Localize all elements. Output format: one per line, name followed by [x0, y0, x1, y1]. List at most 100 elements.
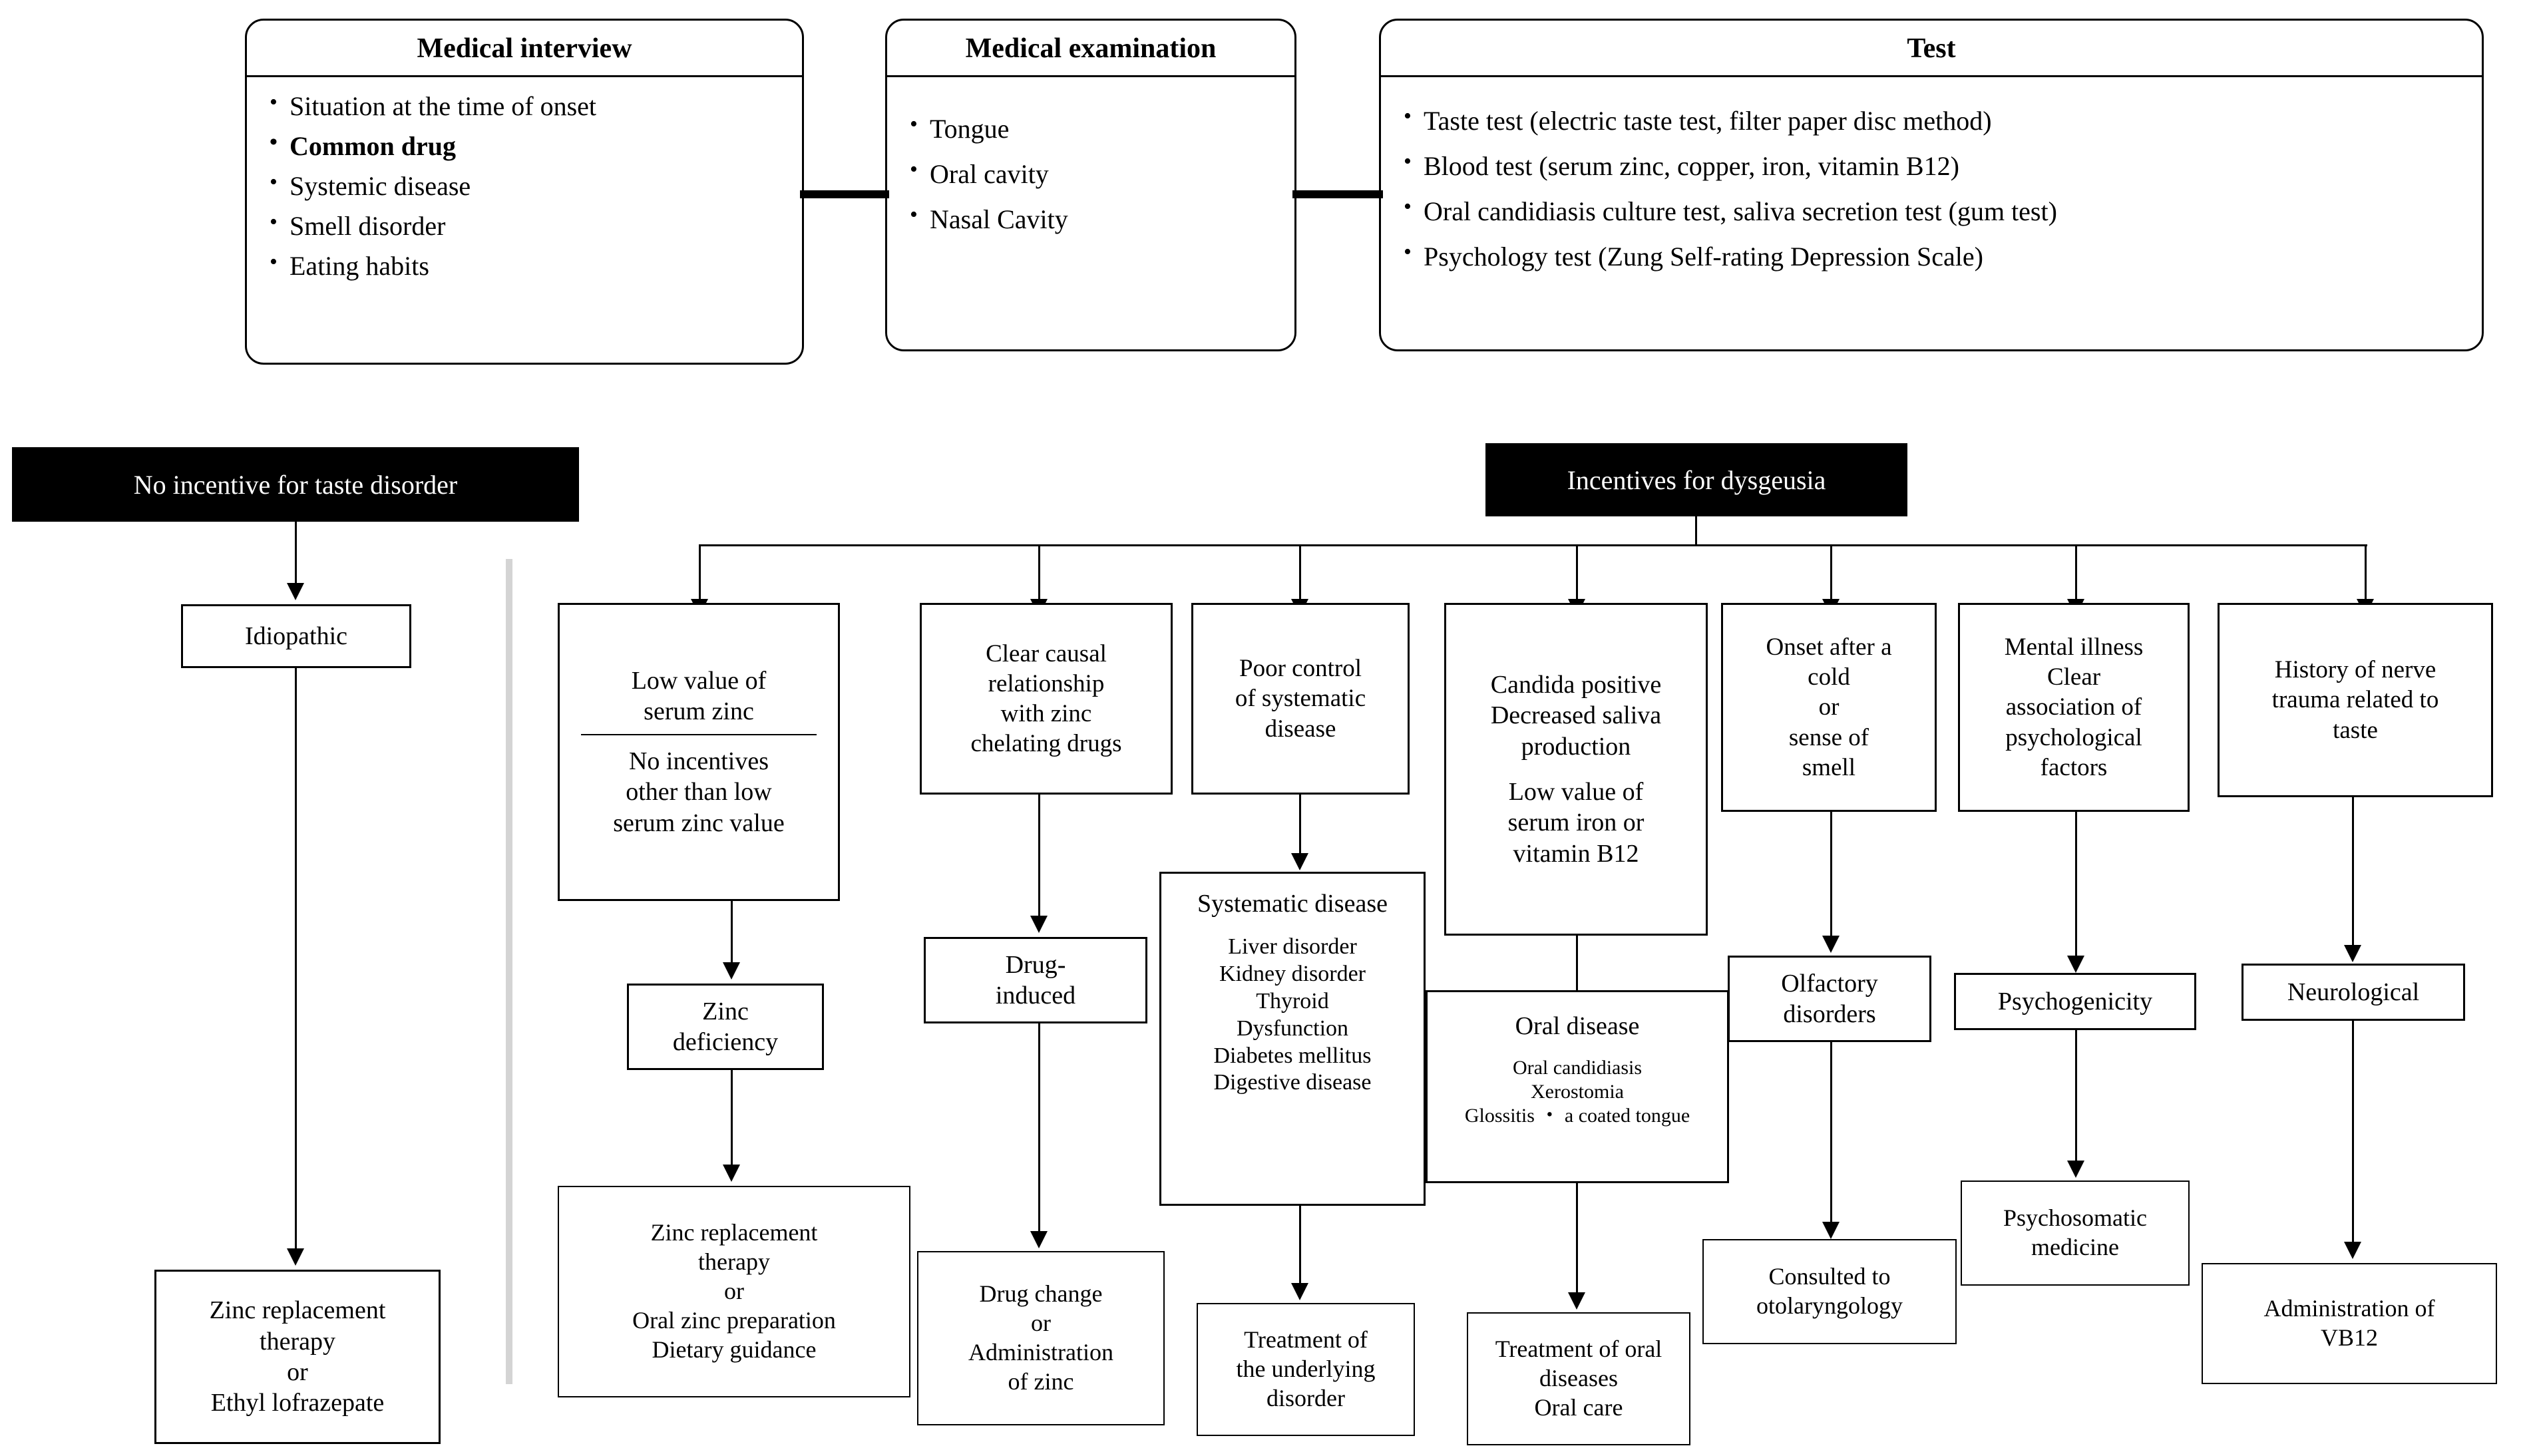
node-line: production [1521, 732, 1631, 761]
node-line: Glossitis ・ a coated tongue [1464, 1105, 1690, 1127]
connector-drop-chelating [1038, 544, 1040, 604]
node-line: Thyroid [1256, 988, 1329, 1013]
node-drug-induced: Drug- induced [924, 937, 1147, 1023]
node-low-serum-zinc: Low value of serum zinc No incentives ot… [558, 603, 840, 901]
list-item: Psychology test (Zung Self-rating Depres… [1381, 233, 2482, 279]
arrowhead-icon [723, 1165, 740, 1182]
node-line: Diabetes mellitus [1213, 1043, 1372, 1068]
node-line: Dietary guidance [652, 1336, 817, 1363]
node-line: Dysfunction [1236, 1015, 1349, 1041]
node-neurological: Neurological [2241, 964, 2465, 1021]
connector-poor-control-to-systematic [1299, 795, 1301, 858]
node-line: induced [995, 982, 1076, 1009]
arrowhead-icon [2067, 956, 2084, 973]
node-line: smell [1802, 753, 1856, 781]
node-treatment-oral-diseases: Treatment of oral diseases Oral care [1467, 1312, 1690, 1445]
list-item: Situation at the time of onset [247, 85, 802, 126]
node-line: deficiency [672, 1028, 779, 1056]
node-line: Psychosomatic [2003, 1204, 2147, 1232]
node-line: or [1031, 1310, 1051, 1337]
distribution-bus [699, 544, 1697, 546]
node-line: medicine [2031, 1234, 2119, 1260]
node-label: Idiopathic [244, 622, 348, 650]
node-poor-control-systematic: Poor control of systematic disease [1191, 603, 1410, 795]
arrowhead-icon [2067, 1161, 2084, 1178]
node-zinc-deficiency: Zinc deficiency [627, 984, 824, 1070]
node-mental-illness: Mental illness Clear association of psyc… [1958, 603, 2190, 812]
node-line: Oral candidiasis [1512, 1057, 1643, 1079]
node-line: or [287, 1358, 308, 1386]
list-item: Common drug [247, 125, 802, 166]
connector-low-zinc-to-deficiency [731, 901, 733, 968]
connector-chelating-to-drug-induced [1038, 795, 1040, 921]
banner-incentives: Incentives for dysgeusia [1485, 443, 1907, 516]
arrowhead-icon [1030, 916, 1048, 933]
node-line: No incentives [628, 747, 769, 775]
arrowhead-icon [1291, 853, 1308, 870]
node-line: the underlying [1236, 1356, 1376, 1383]
header-connector-right [1292, 190, 1383, 198]
header-list-test: Taste test (electric taste test, filter … [1381, 77, 2482, 279]
node-line: Kidney disorder [1219, 962, 1366, 987]
node-line: taste [2333, 716, 2378, 744]
list-item: Blood test (serum zinc, copper, iron, vi… [1381, 142, 2482, 189]
header-title-medical-interview: Medical interview [417, 33, 632, 64]
node-line: Clear causal [986, 639, 1107, 667]
node-line: factors [2040, 753, 2108, 781]
connector-drop-systematic [1299, 544, 1301, 604]
node-line: Neurological [2287, 978, 2420, 1006]
node-line: cold [1808, 663, 1850, 691]
node-title: Systematic disease [1197, 890, 1388, 918]
distribution-bus-right [1695, 544, 2367, 546]
node-line: chelating drugs [970, 730, 1122, 758]
arrowhead-icon [1822, 936, 1840, 953]
node-line: serum zinc [644, 697, 754, 726]
node-psychogenicity: Psychogenicity [1954, 973, 2196, 1030]
connector-idiopathic-to-treatment [295, 668, 297, 1254]
connector-olfactory-to-consult [1830, 1042, 1832, 1227]
node-line: Mental illness [2004, 634, 2144, 661]
arrowhead-icon [287, 583, 304, 600]
node-line: therapy [698, 1248, 770, 1276]
node-zinc-replacement-therapy: Zinc replacement therapy or Oral zinc pr… [558, 1186, 910, 1397]
node-onset-after-cold: Onset after a cold or sense of smell [1721, 603, 1937, 812]
node-chelating-drugs: Clear causal relationship with zinc chel… [920, 603, 1173, 795]
node-psychosomatic-medicine: Psychosomatic medicine [1961, 1181, 2190, 1286]
section-divider [506, 559, 512, 1384]
banner-label: Incentives for dysgeusia [1567, 464, 1826, 495]
node-line: Low value of [631, 667, 767, 695]
list-item: Taste test (electric taste test, filter … [1381, 97, 2482, 144]
list-item: Tongue [887, 105, 1294, 152]
header-title-test: Test [1907, 33, 1956, 64]
node-line: VB12 [2320, 1324, 2378, 1351]
node-line: serum iron or [1507, 809, 1645, 837]
connector-banner-to-idiopathic [295, 522, 297, 588]
node-line: History of nerve [2274, 656, 2436, 684]
list-item: Systemic disease [247, 165, 802, 206]
node-line: diseases [1539, 1365, 1618, 1392]
node-line: Clear [2046, 663, 2101, 691]
header-title-medical-examination: Medical examination [965, 33, 1217, 64]
arrowhead-icon [2344, 945, 2361, 962]
connector-nerve-to-neurological [2352, 797, 2354, 950]
header-connector-left [800, 190, 889, 198]
list-item: Nasal Cavity [887, 196, 1294, 242]
node-line: of systematic [1235, 685, 1366, 713]
node-consulted-otolaryngology: Consulted to otolaryngology [1702, 1239, 1957, 1344]
node-line: Administration [968, 1339, 1113, 1365]
node-line: Zinc replacement [209, 1296, 386, 1325]
list-item: Oral cavity [887, 150, 1294, 197]
node-line: disorders [1783, 1000, 1876, 1028]
node-line: Liver disorder [1228, 934, 1357, 960]
header-list-medical-interview: Situation at the time of onset Common dr… [247, 77, 802, 286]
connector-drop-cold [1830, 544, 1832, 604]
node-line: association of [2005, 693, 2142, 721]
node-line: Treatment of oral [1495, 1336, 1662, 1363]
node-line: Zinc replacement [650, 1219, 818, 1246]
node-line: Low value of [1508, 778, 1644, 806]
connector-psychogenicity-to-psychosomatic [2075, 1030, 2077, 1166]
node-line: or [724, 1278, 744, 1305]
node-line: otolaryngology [1756, 1292, 1903, 1319]
arrowhead-icon [2344, 1242, 2361, 1259]
